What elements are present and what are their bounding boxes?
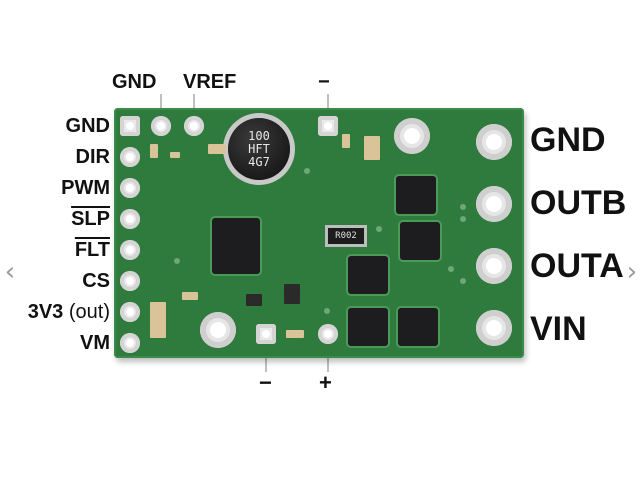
label-left-3v3-out: 3V3 (out) [0,300,110,324]
via-3 [448,266,454,272]
smd-resistor-5 [182,292,198,300]
mosfet-3 [348,256,388,294]
pad-bottom-minus [256,324,276,344]
mosfet-5 [398,308,438,346]
pad-top-gnd [151,116,171,136]
sense-resistor: R002 [328,228,364,244]
pad-left-7 [120,302,140,322]
via-7 [324,308,330,314]
pad-top-minus [318,116,338,136]
label-right-outb: OUTB [530,184,627,222]
pad-top-vref [184,116,204,136]
label-left-gnd: GND [65,115,110,137]
driver-ic [212,218,260,274]
pad-left-1 [120,116,140,136]
mounting-hole-top [394,118,430,154]
label-bottom-minus: − [259,370,272,395]
pad-left-5 [120,240,140,260]
mosfet-2 [400,222,440,260]
capacitor-text-line3: 4G7 [248,155,270,169]
label-left-vm: VM [80,332,110,354]
label-top-minus: − [318,71,330,93]
mounting-hole-bottom [200,312,236,348]
label-right-outa: OUTA [530,247,624,285]
label-left-cs: CS [82,270,110,292]
smd-resistor-3 [150,144,158,158]
label-top-gnd: GND [112,71,157,93]
pad-left-3 [120,178,140,198]
pad-left-4 [120,209,140,229]
mosfet-1 [396,176,436,214]
via-2 [460,216,466,222]
pad-bottom-plus [318,324,338,344]
next-arrow-icon[interactable]: › [626,257,638,287]
via-1 [460,204,466,210]
via-4 [460,278,466,284]
label-left-3v3: 3V3 [27,301,64,323]
mosfet-4 [348,308,388,346]
via-5 [376,226,382,232]
smd-resistor-1 [286,330,304,338]
pad-left-2 [120,147,140,167]
pad-right-gnd [476,124,512,160]
smd-diode [246,294,262,306]
smd-capacitor-2 [342,134,350,148]
label-left-pwm: PWM [61,177,110,199]
via-6 [304,168,310,174]
capacitor-text-line1: 100 [248,129,270,143]
pad-left-8 [120,333,140,353]
label-left-flt: FLT [74,239,110,261]
via-8 [174,258,180,264]
smd-resistor-2 [208,144,226,154]
label-left-slp: SLP [71,208,110,230]
label-bottom-plus: + [319,370,332,395]
smd-resistor-4 [170,152,180,158]
label-right-vin: VIN [530,310,587,348]
capacitor-text-line2: HFT [248,142,270,156]
pad-right-vin [476,310,512,346]
label-right-gnd: GND [530,121,606,159]
pad-right-outb [476,186,512,222]
pcb-board: 100 HFT 4G7 R002 [114,108,524,358]
smd-capacitor-3 [150,302,166,338]
previous-arrow-icon[interactable]: ‹ [4,257,16,287]
label-left-dir: DIR [75,146,110,168]
smd-transistor [284,284,300,304]
pad-left-6 [120,271,140,291]
smd-capacitor-1 [364,136,380,160]
pad-right-outa [476,248,512,284]
electrolytic-capacitor: 100 HFT 4G7 [228,118,290,180]
label-top-vref: VREF [183,71,237,93]
label-left-out: (out) [68,301,110,323]
